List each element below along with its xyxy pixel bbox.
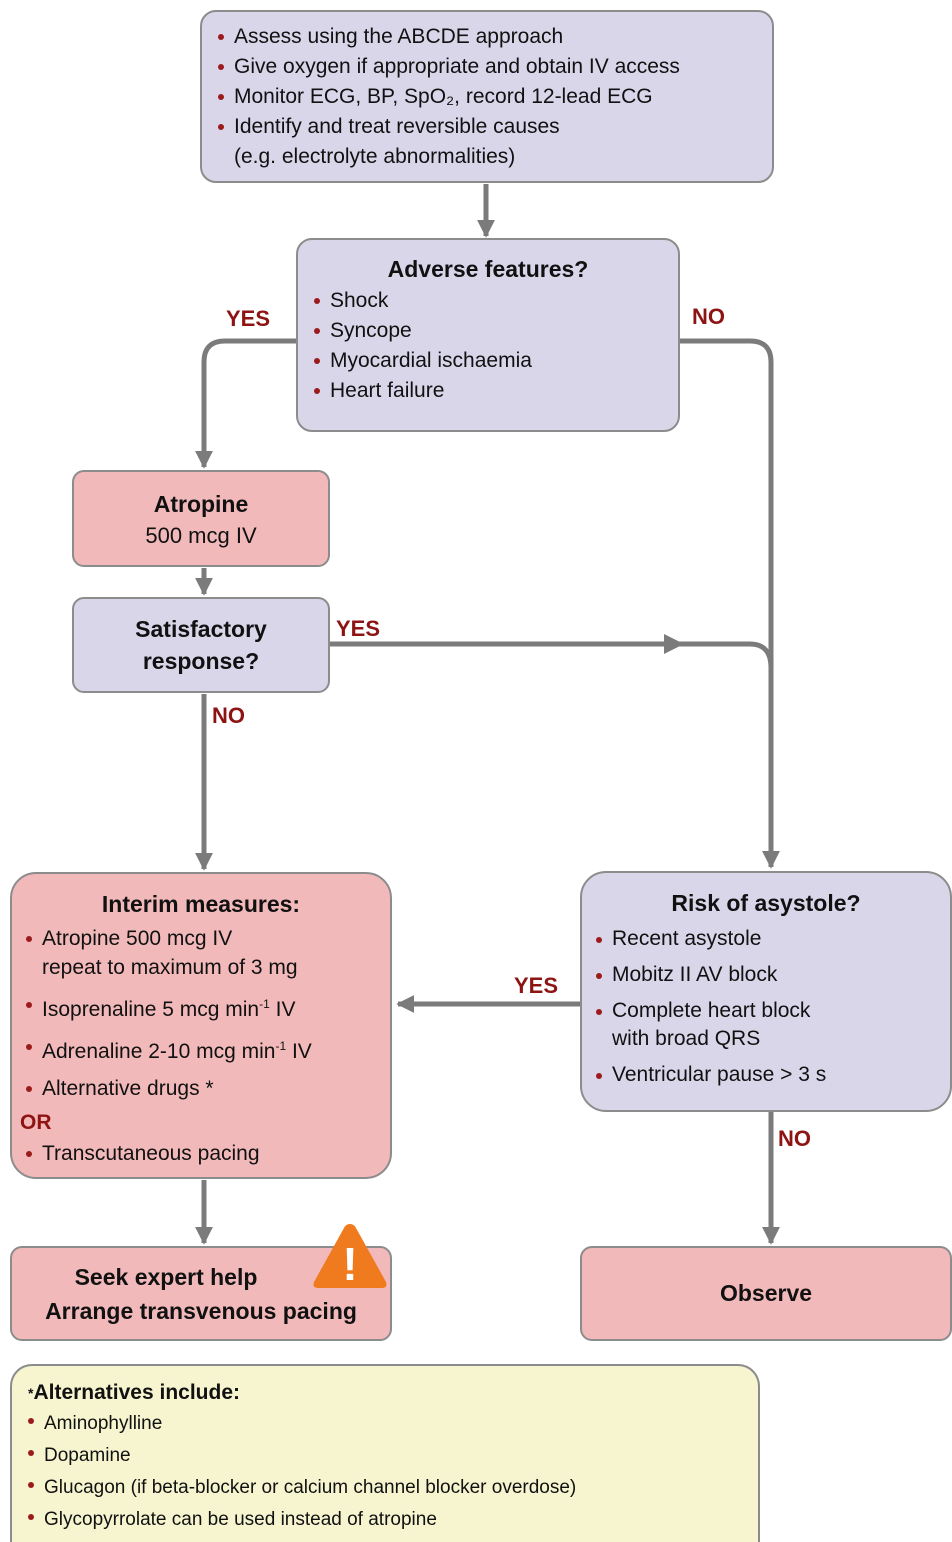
interim-item-text: Atropine 500 mcg IV <box>42 927 233 950</box>
assess-item: Assess using the ABCDE approach <box>212 22 762 52</box>
alternative-item: Glucagon (if beta-blocker or calcium cha… <box>22 1472 748 1504</box>
expert-line2: Arrange transvenous pacing <box>45 1298 357 1324</box>
interim-item: Isoprenaline 5 mcg min-1 IV <box>20 990 382 1024</box>
label-satisfactory-yes: YES <box>336 616 381 641</box>
risk-of-asystole-box: Risk of asystole? Recent asystole Mobitz… <box>580 871 952 1112</box>
satisfactory-response-box: Satisfactory response? <box>72 597 330 693</box>
expert-line1: Seek expert help <box>74 1264 258 1290</box>
atropine-dose: 500 mcg IV <box>145 523 257 548</box>
assess-list: Assess using the ABCDE approach Give oxy… <box>212 22 762 172</box>
label-adverse-yes: YES <box>226 306 271 331</box>
alternatives-box: *Alternatives include: Aminophylline Dop… <box>10 1364 760 1542</box>
interim-list: Atropine 500 mcg IV repeat to maximum of … <box>20 924 382 1103</box>
risk-item-text: Complete heart block <box>612 999 811 1022</box>
interim-title: Interim measures: <box>101 891 301 917</box>
interim-item: Atropine 500 mcg IV repeat to maximum of … <box>20 924 382 982</box>
risk-item: Ventricular pause > 3 s <box>590 1061 942 1089</box>
risk-item: Complete heart block with broad QRS <box>590 997 942 1053</box>
label-satisfactory-no: NO <box>212 703 245 728</box>
interim-item-text: IV <box>286 1040 312 1063</box>
observe-label: Observe <box>719 1280 813 1306</box>
warning-icon: ! <box>313 1224 387 1290</box>
label-adverse-no: NO <box>692 304 725 329</box>
interim-item-sup: -1 <box>275 1039 287 1053</box>
mid-arrowhead-yes <box>664 634 684 654</box>
assess-item-cont: (e.g. electrolyte abnormalities) <box>234 145 516 168</box>
interim-item-text: Adrenaline 2-10 mcg min <box>42 1040 276 1063</box>
arrow-adverse-yes-to-atropine <box>195 338 297 469</box>
risk-item: Mobitz II AV block <box>590 961 942 989</box>
assess-item: Identify and treat reversible causes (e.g… <box>212 112 762 172</box>
interim-measures-box: Interim measures: Atropine 500 mcg IV rep… <box>10 872 392 1179</box>
adverse-feature-item: Shock <box>308 286 668 316</box>
adverse-features-list: Shock Syncope Myocardial ischaemia Heart… <box>308 286 668 406</box>
label-risk-no: NO <box>778 1126 811 1151</box>
interim-item: Transcutaneous pacing <box>20 1139 382 1169</box>
observe-box: Observe <box>580 1246 952 1341</box>
atropine-box: Atropine 500 mcg IV <box>72 470 330 567</box>
interim-item-cont: repeat to maximum of 3 mg <box>42 956 298 979</box>
interim-item: Alternative drugs * <box>20 1074 382 1103</box>
assess-box: Assess using the ABCDE approach Give oxy… <box>200 10 774 183</box>
adverse-feature-item: Heart failure <box>308 376 668 406</box>
adverse-feature-item: Syncope <box>308 316 668 346</box>
arrow-adverse-no-to-risk <box>680 338 780 869</box>
interim-or-label: OR <box>20 1111 52 1134</box>
risk-item: Recent asystole <box>590 925 942 953</box>
interim-item-text: Isoprenaline 5 mcg min <box>42 998 260 1021</box>
alternatives-title: Alternatives include: <box>33 1381 241 1404</box>
label-risk-yes: YES <box>514 973 559 998</box>
alternatives-list: Aminophylline Dopamine Glucagon (if beta… <box>22 1408 748 1536</box>
interim-item: Adrenaline 2-10 mcg min-1 IV <box>20 1032 382 1066</box>
interim-list-pacing: Transcutaneous pacing <box>20 1139 382 1169</box>
alternative-item: Aminophylline <box>22 1408 748 1440</box>
adverse-features-title: Adverse features? <box>387 256 589 282</box>
interim-item-text: IV <box>269 998 296 1021</box>
assess-item: Monitor ECG, BP, SpO₂, record 12-lead EC… <box>212 82 762 112</box>
risk-item-cont: with broad QRS <box>612 1027 761 1050</box>
alternative-item: Glycopyrrolate can be used instead of at… <box>22 1504 748 1536</box>
risk-title: Risk of asystole? <box>671 890 861 916</box>
adverse-feature-item: Myocardial ischaemia <box>308 346 668 376</box>
assess-item: Give oxygen if appropriate and obtain IV… <box>212 52 762 82</box>
risk-list: Recent asystole Mobitz II AV block Compl… <box>590 925 942 1089</box>
alternatives-star: * <box>28 1385 34 1401</box>
adverse-features-box: Adverse features? Shock Syncope Myocardi… <box>296 238 680 432</box>
satisfactory-line1: Satisfactory <box>135 616 267 642</box>
interim-item-sup: -1 <box>259 997 270 1011</box>
satisfactory-line2: response? <box>142 648 260 674</box>
warning-mark: ! <box>342 1238 357 1290</box>
alternative-item: Dopamine <box>22 1440 748 1472</box>
line-satisfactory-yes-merge <box>330 641 774 669</box>
alternatives-heading: *Alternatives include: <box>28 1378 748 1408</box>
assess-item-text: Identify and treat reversible causes <box>234 115 560 138</box>
atropine-title: Atropine <box>153 491 249 517</box>
